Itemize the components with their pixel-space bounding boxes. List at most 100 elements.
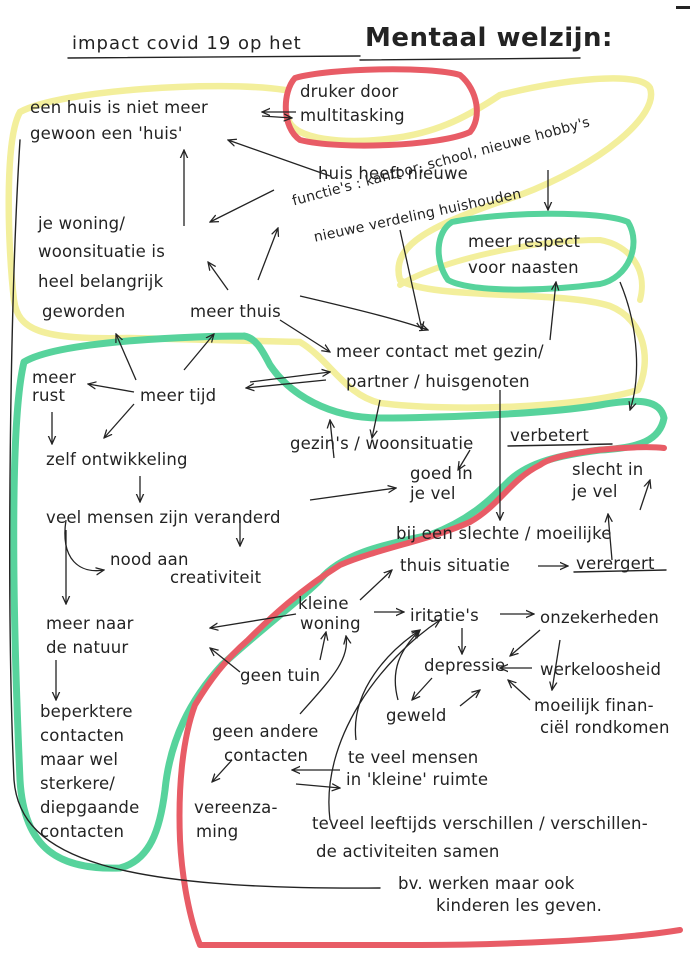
node-natuur-2: de natuur xyxy=(46,638,129,657)
node-financieel-1: moeilijk finan- xyxy=(534,696,654,715)
node-geweld: geweld xyxy=(386,706,447,725)
title-emphasis-underline xyxy=(359,57,581,61)
yellow-positive-outline xyxy=(5,75,655,411)
arrow-kleine-natuur xyxy=(210,613,297,628)
node-kleine-1: kleine xyxy=(298,594,349,613)
node-nood-2: creativiteit xyxy=(170,568,262,587)
node-respect-2: voor naasten xyxy=(468,258,579,277)
arrow-meertijd-zelf xyxy=(104,403,135,438)
arrow-functies-contact xyxy=(399,229,422,330)
node-moeilijk-1: bij een slechte / moeilijke xyxy=(396,524,612,543)
node-natuur-1: meer naar xyxy=(46,614,134,633)
arrow-meerthuis-contact2 xyxy=(279,319,330,352)
node-slecht-1: slecht in xyxy=(572,460,644,479)
node-vereenzaming-2: ming xyxy=(196,822,239,841)
arrow-teveel-iritaties xyxy=(354,630,420,741)
node-kleine-2: woning xyxy=(300,614,361,633)
node-meer-thuis: meer thuis xyxy=(190,302,281,321)
node-zelfontwikkeling: zelf ontwikkeling xyxy=(46,450,188,469)
arrow-meerthuis-woning xyxy=(208,262,229,291)
arrow-geenandere-vereenz xyxy=(212,759,233,782)
arrow-veel-goed xyxy=(309,488,396,501)
verbetert-underline xyxy=(507,443,613,447)
arrow-geentuin-kleine xyxy=(319,632,326,661)
node-nood-1: nood aan xyxy=(110,550,189,569)
node-woning-2: woonsituatie is xyxy=(38,242,165,261)
arrow-meerthuis-functies xyxy=(257,228,278,281)
arrow-contact-meertijd xyxy=(246,379,327,388)
arrow-contact-woonsit xyxy=(372,399,381,438)
node-depressie: depressie xyxy=(424,656,506,675)
node-contact-1: meer contact met gezin/ xyxy=(336,342,544,361)
arrow-nood-veel xyxy=(64,519,104,571)
arrow-meertijd-woning xyxy=(116,334,137,381)
node-geen-andere-2: contacten xyxy=(224,746,309,765)
arrow-geentuin-natuur xyxy=(210,648,241,673)
corner-mark xyxy=(676,6,690,9)
verergert-underline xyxy=(573,569,667,573)
node-werkeloosheid: werkeloosheid xyxy=(540,660,662,679)
node-gezins-woonsituatie: gezin's / woonsituatie xyxy=(290,434,474,453)
node-teveel-2: in 'kleine' ruimte xyxy=(346,770,489,789)
arrow-verergert-slecht xyxy=(608,514,612,561)
arrow-meertijd-meerthuis xyxy=(183,334,214,371)
node-beperktere-4: sterkere/ xyxy=(40,774,116,793)
arrow-functies-huis xyxy=(228,140,331,177)
arrow-huis-multitask xyxy=(261,116,292,118)
node-iritaties: iritatie's xyxy=(410,606,479,625)
node-woning-4: geworden xyxy=(42,302,126,321)
node-beperktere-3: maar wel xyxy=(40,750,119,769)
node-rust-2: rust xyxy=(32,386,66,405)
arrow-woonsit-goed xyxy=(458,449,471,470)
arrow-geweld-depressie xyxy=(459,690,480,707)
arrow-contact-respect xyxy=(549,282,556,341)
node-beperktere-2: contacten xyxy=(40,726,125,745)
node-verbetert: verbetert xyxy=(510,426,589,445)
node-slecht-2: je vel xyxy=(572,482,618,501)
node-huis-niet-meer-2: gewoon een 'huis' xyxy=(30,124,183,143)
node-bv-2: kinderen les geven. xyxy=(436,896,603,915)
arrow-financieel-depressie xyxy=(508,680,531,701)
node-goed-2: je vel xyxy=(410,484,456,503)
node-beperktere-5: diepgaande xyxy=(40,798,140,817)
arrow-onzeker-depressie xyxy=(510,629,541,656)
node-woning-3: heel belangrijk xyxy=(38,272,164,291)
node-leeftijd-2: de activiteiten samen xyxy=(316,842,500,861)
node-geen-tuin: geen tuin xyxy=(240,666,321,685)
node-functies-1: huis heeft nieuwe xyxy=(318,164,469,183)
node-teveel-1: te veel mensen xyxy=(348,748,479,767)
node-vereenzaming-1: vereenza- xyxy=(194,798,278,817)
green-respect-outline xyxy=(435,210,637,293)
node-woning-1: je woning/ xyxy=(38,214,126,233)
node-veel-mensen: veel mensen zijn veranderd xyxy=(46,508,281,527)
node-financieel-2: ciël rondkomen xyxy=(540,718,670,737)
node-moeilijk-2: thuis situatie xyxy=(400,556,511,575)
arrow-meerthuis-contact xyxy=(299,295,428,330)
node-druker-1: druker door xyxy=(300,82,399,101)
arrow-geenandere-kleine xyxy=(299,636,347,715)
arrow-geweld-iritaties xyxy=(394,630,420,701)
arrow-depressie-geweld xyxy=(412,677,433,700)
node-meer-tijd: meer tijd xyxy=(140,386,217,405)
arrow-geenandere-teveel xyxy=(295,784,340,788)
title-underline xyxy=(67,55,361,59)
left-border-arrow xyxy=(9,139,381,889)
node-beperktere-6: contacten xyxy=(40,822,125,841)
red-multitasking-outline xyxy=(282,66,480,149)
yellow-lower-loop xyxy=(397,237,645,303)
red-negative-outline xyxy=(176,444,683,948)
node-goed-1: goed in xyxy=(410,464,473,483)
arrow-depressie-onzeker xyxy=(552,639,561,690)
node-rust-1: meer xyxy=(32,368,76,387)
arrow-kleine-thuis xyxy=(359,570,392,601)
arrow-respect-verbetert xyxy=(619,281,638,410)
node-druker-2: multitasking xyxy=(300,106,405,125)
arrow-woonsit-gezin xyxy=(330,420,334,459)
node-geen-andere-1: geen andere xyxy=(212,722,319,741)
node-leeftijd-1: teveel leeftijds verschillen / verschill… xyxy=(312,814,648,833)
arrow-slecht-slecht xyxy=(639,480,650,511)
title-prefix: impact covid 19 op het xyxy=(72,33,302,54)
arrow-meertijd-rust xyxy=(88,384,135,393)
node-bv-1: bv. werken maar ook xyxy=(398,874,575,893)
